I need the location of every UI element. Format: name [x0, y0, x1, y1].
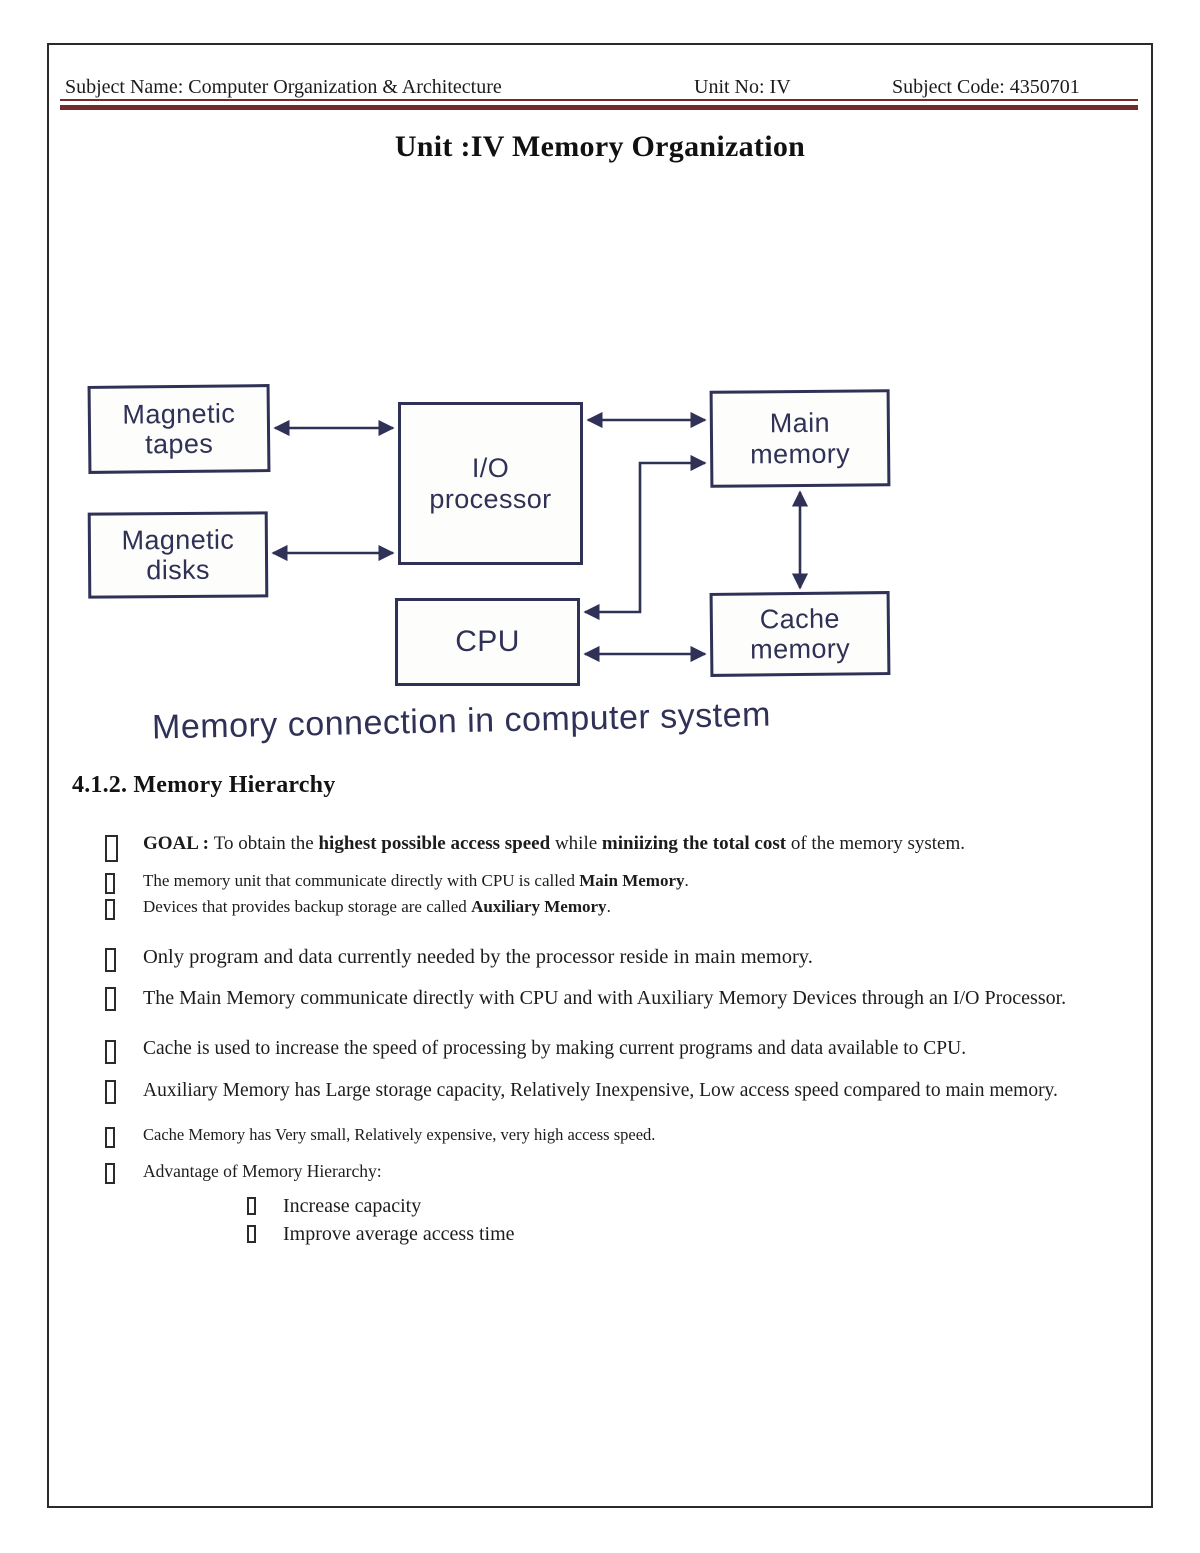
bullet-cache-memory-properties: Cache Memory has Very small, Relatively …	[105, 1125, 1113, 1148]
bullet-text: GOAL : To obtain the highest possible ac…	[143, 833, 965, 854]
missing-glyph-bullet-icon	[105, 835, 118, 862]
bullet-text: The memory unit that communicate directl…	[143, 871, 689, 890]
bullet-main-memory-definition: The memory unit that communicate directl…	[105, 871, 1113, 894]
bullet-advantages-heading: Advantage of Memory Hierarchy:	[105, 1161, 1113, 1184]
bullet-text: Cache is used to increase the speed of p…	[143, 1038, 967, 1059]
sub-bullet-improve-access-time: Improve average access time	[247, 1223, 947, 1246]
bullet-main-memory-residency: Only program and data currently needed b…	[105, 946, 1113, 972]
bullet-text: The Main Memory communicate directly wit…	[143, 987, 1067, 1009]
bullet-auxiliary-memory-definition: Devices that provides backup storage are…	[105, 897, 1113, 920]
bullet-text: Devices that provides backup storage are…	[143, 897, 611, 916]
box-label-line: processor	[429, 483, 552, 514]
missing-glyph-bullet-icon	[105, 987, 116, 1011]
bullet-auxiliary-memory-properties: Auxiliary Memory has Large storage capac…	[105, 1078, 1113, 1104]
header-subject-code: Subject Code: 4350701	[892, 76, 1080, 98]
bullet-text: Auxiliary Memory has Large storage capac…	[143, 1080, 1058, 1101]
bullet-text: Advantage of Memory Hierarchy:	[143, 1161, 382, 1181]
bullet-text: Only program and data currently needed b…	[143, 946, 813, 968]
sub-bullet-text: Improve average access time	[283, 1223, 515, 1245]
page-title: Unit :IV Memory Organization	[394, 130, 806, 163]
missing-glyph-bullet-icon	[105, 948, 116, 972]
header-subject-name: Subject Name: Computer Organization & Ar…	[65, 76, 502, 98]
bullet-text: Cache Memory has Very small, Relatively …	[143, 1125, 656, 1144]
missing-glyph-bullet-icon	[105, 1127, 115, 1148]
missing-glyph-bullet-icon	[247, 1197, 256, 1215]
diagram-connector-arrows	[271, 411, 809, 663]
missing-glyph-bullet-icon	[105, 1040, 116, 1064]
header-double-rule	[60, 99, 1138, 110]
missing-glyph-bullet-icon	[105, 1080, 116, 1104]
missing-glyph-bullet-icon	[105, 899, 115, 920]
box-label-line: CPU	[455, 625, 520, 659]
bullet-io-processor-communication: The Main Memory communicate directly wit…	[105, 985, 1113, 1011]
sub-bullet-text: Increase capacity	[283, 1195, 422, 1217]
header-unit-no: Unit No: IV	[694, 76, 791, 98]
arrow-cpu-main-memory-elbow	[583, 454, 707, 621]
sub-bullet-increase-capacity: Increase capacity	[247, 1195, 947, 1218]
box-label-line: I/O	[471, 453, 510, 483]
diagram-box-cpu: CPU	[395, 598, 580, 686]
page-border	[47, 43, 1153, 1508]
bullet-cache-purpose: Cache is used to increase the speed of p…	[105, 1038, 1113, 1064]
diagram-box-io-processor: I/O processor	[398, 402, 583, 565]
missing-glyph-bullet-icon	[105, 873, 115, 894]
section-heading: 4.1.2. Memory Hierarchy	[72, 772, 336, 798]
missing-glyph-bullet-icon	[105, 1163, 115, 1184]
missing-glyph-bullet-icon	[247, 1225, 256, 1243]
bullet-goal: GOAL : To obtain the highest possible ac…	[105, 833, 1113, 862]
